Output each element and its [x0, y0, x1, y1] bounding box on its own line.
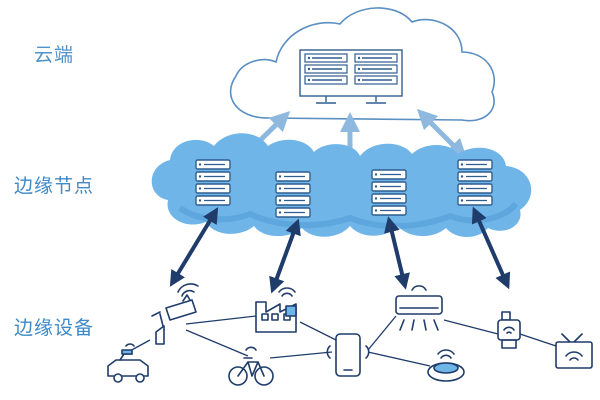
edge-device-arrows [169, 206, 511, 294]
edge-cloud-band [151, 133, 532, 237]
device-arrow-2 [269, 218, 301, 294]
tier-label-cloud: 云端 [34, 44, 75, 66]
cloud-tier [229, 7, 496, 122]
robot-vacuum-icon [427, 349, 465, 382]
factory-icon [255, 287, 297, 333]
smartphone-icon [326, 333, 370, 377]
tier-label-edge-device: 边缘设备 [14, 317, 95, 339]
edge-node-tier [151, 133, 532, 237]
bicycle-icon [228, 346, 274, 386]
cloud-arrow-right [416, 108, 468, 160]
air-conditioner-icon [395, 285, 443, 331]
smartwatch-icon [497, 311, 521, 349]
tier-label-edge-node: 边缘节点 [14, 175, 95, 197]
device-arrow-3 [384, 216, 410, 290]
smart-tv-icon [555, 333, 593, 369]
device-arrow-4 [471, 206, 511, 290]
cloud-server-rack [299, 49, 403, 104]
car-icon [107, 343, 149, 383]
device-arrow-1 [169, 207, 219, 287]
device-links [127, 315, 557, 367]
cctv-camera-icon [151, 283, 199, 345]
